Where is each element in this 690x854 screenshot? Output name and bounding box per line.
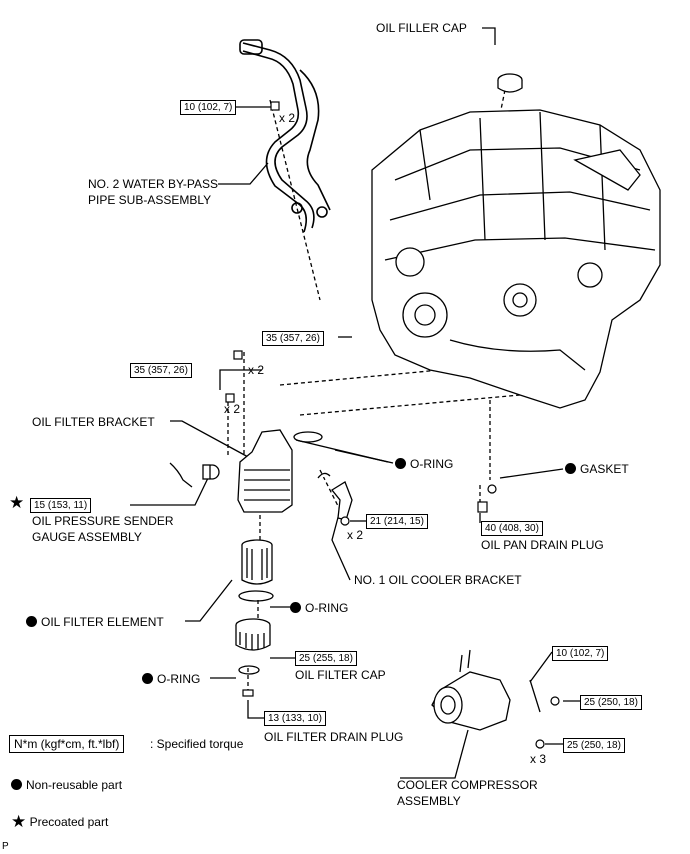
label-cooler-compressor-2: ASSEMBLY: [397, 794, 461, 808]
label-oil-filler-cap: OIL FILLER CAP: [376, 21, 467, 35]
legend-torque-box: N*m (kgf*cm, ft.*lbf): [9, 735, 125, 753]
torque-compressor-stud: 10 (102, 7): [552, 646, 609, 661]
leader-sender: [130, 477, 209, 506]
legend-non-reusable: Non-reusable part: [11, 778, 122, 792]
filter-drain-plug-part: [242, 689, 254, 697]
oil-pan-drain-plug-part: [477, 501, 488, 513]
label-no1-cooler-bracket: NO. 1 OIL COOLER BRACKET: [354, 573, 522, 587]
label-oil-filter-bracket: OIL FILTER BRACKET: [32, 415, 155, 429]
non-reusable-icon: [26, 616, 37, 627]
star-icon: ★: [11, 812, 27, 831]
label-o-ring-1: O-RING: [395, 457, 453, 471]
label-oil-filter-element: OIL FILTER ELEMENT: [26, 615, 164, 629]
torque-filter-drain: 13 (133, 10): [264, 711, 326, 726]
cooler-bracket-bolt-part: [340, 516, 350, 526]
torque-compressor-bolt: 25 (250, 18): [563, 738, 625, 753]
non-reusable-icon: [395, 458, 406, 469]
bypass-bolt-part: [270, 101, 280, 111]
leader-oil-filter-bracket: [170, 420, 251, 459]
oil-pressure-sender-part: [169, 462, 220, 488]
gasket-part: [487, 484, 497, 494]
oil-filler-cap-part: [497, 73, 523, 93]
compressor-bolt-part: [535, 739, 545, 749]
label-oil-filter-cap: OIL FILTER CAP: [295, 668, 386, 682]
leader-oil-filler-cap: [482, 27, 496, 45]
o-ring-3-part: [238, 665, 260, 675]
leader-filter-drain: [247, 700, 264, 719]
label-o-ring-2: O-RING: [290, 601, 348, 615]
label-oil-pan-drain-plug: OIL PAN DRAIN PLUG: [481, 538, 604, 552]
label-sender-2: GAUGE ASSEMBLY: [32, 530, 142, 544]
leader-cooler-compressor: [400, 729, 469, 779]
engine-block-part: [371, 109, 661, 409]
non-reusable-icon: [11, 779, 22, 790]
cooler-compressor-part: [431, 649, 541, 731]
leader-oil-filter-element: [185, 579, 233, 622]
label-cooler-compressor-1: COOLER COMPRESSOR: [397, 778, 538, 792]
leader-compressor-stud: [529, 651, 553, 683]
compressor-nut-part: [550, 696, 560, 706]
no1-oil-cooler-bracket-part: [317, 472, 353, 521]
o-ring-2-part: [238, 590, 274, 602]
label-gasket: GASKET: [565, 462, 629, 476]
torque-filter-cap: 25 (255, 18): [295, 651, 357, 666]
star-icon-sender: ★: [9, 493, 25, 512]
qty-bypass: x 2: [279, 111, 296, 125]
bracket-bolt-a-part: [233, 350, 243, 360]
label-water-bypass-2: PIPE SUB-ASSEMBLY: [88, 193, 212, 207]
water-bypass-pipe-part: [239, 39, 331, 233]
non-reusable-icon: [290, 602, 301, 613]
torque-bypass-bolt: 10 (102, 7): [180, 100, 237, 115]
non-reusable-icon: [142, 673, 153, 684]
oil-filter-element-part: [241, 539, 273, 585]
torque-cooler-bracket: 21 (214, 15): [366, 514, 428, 529]
leader-no1-cooler-bracket: [331, 509, 351, 581]
torque-bracket-bolt-b: 35 (357, 26): [130, 363, 192, 378]
legend-torque-desc: : Specified torque: [150, 737, 244, 751]
bracket-bolt-b-part: [225, 393, 235, 403]
torque-oil-pan-plug: 40 (408, 30): [481, 521, 543, 536]
leader-water-bypass: [218, 162, 269, 185]
leader-gasket: [499, 468, 564, 479]
qty-bracket-a: x 2: [248, 363, 265, 377]
torque-sender: 15 (153, 11): [30, 498, 92, 513]
qty-compressor: x 3: [530, 752, 547, 766]
qty-cooler-bracket: x 2: [347, 528, 364, 542]
legend-precoated: ★ Precoated part: [11, 812, 109, 831]
torque-bracket-bolt-a: 35 (357, 26): [262, 331, 324, 346]
label-oil-filter-drain-plug: OIL FILTER DRAIN PLUG: [264, 730, 404, 744]
leader-bracket-bolt-b: [219, 369, 262, 390]
oil-filter-bracket-part: [237, 429, 389, 513]
qty-bracket-b: x 2: [224, 402, 241, 416]
label-o-ring-3: O-RING: [142, 672, 200, 686]
non-reusable-icon: [565, 463, 576, 474]
page-code: P: [2, 841, 9, 852]
oil-filter-cap-part: [235, 618, 271, 651]
label-water-bypass-1: NO. 2 WATER BY-PASS: [88, 177, 219, 191]
torque-compressor-nut: 25 (250, 18): [580, 695, 642, 710]
label-sender-1: OIL PRESSURE SENDER: [32, 514, 174, 528]
